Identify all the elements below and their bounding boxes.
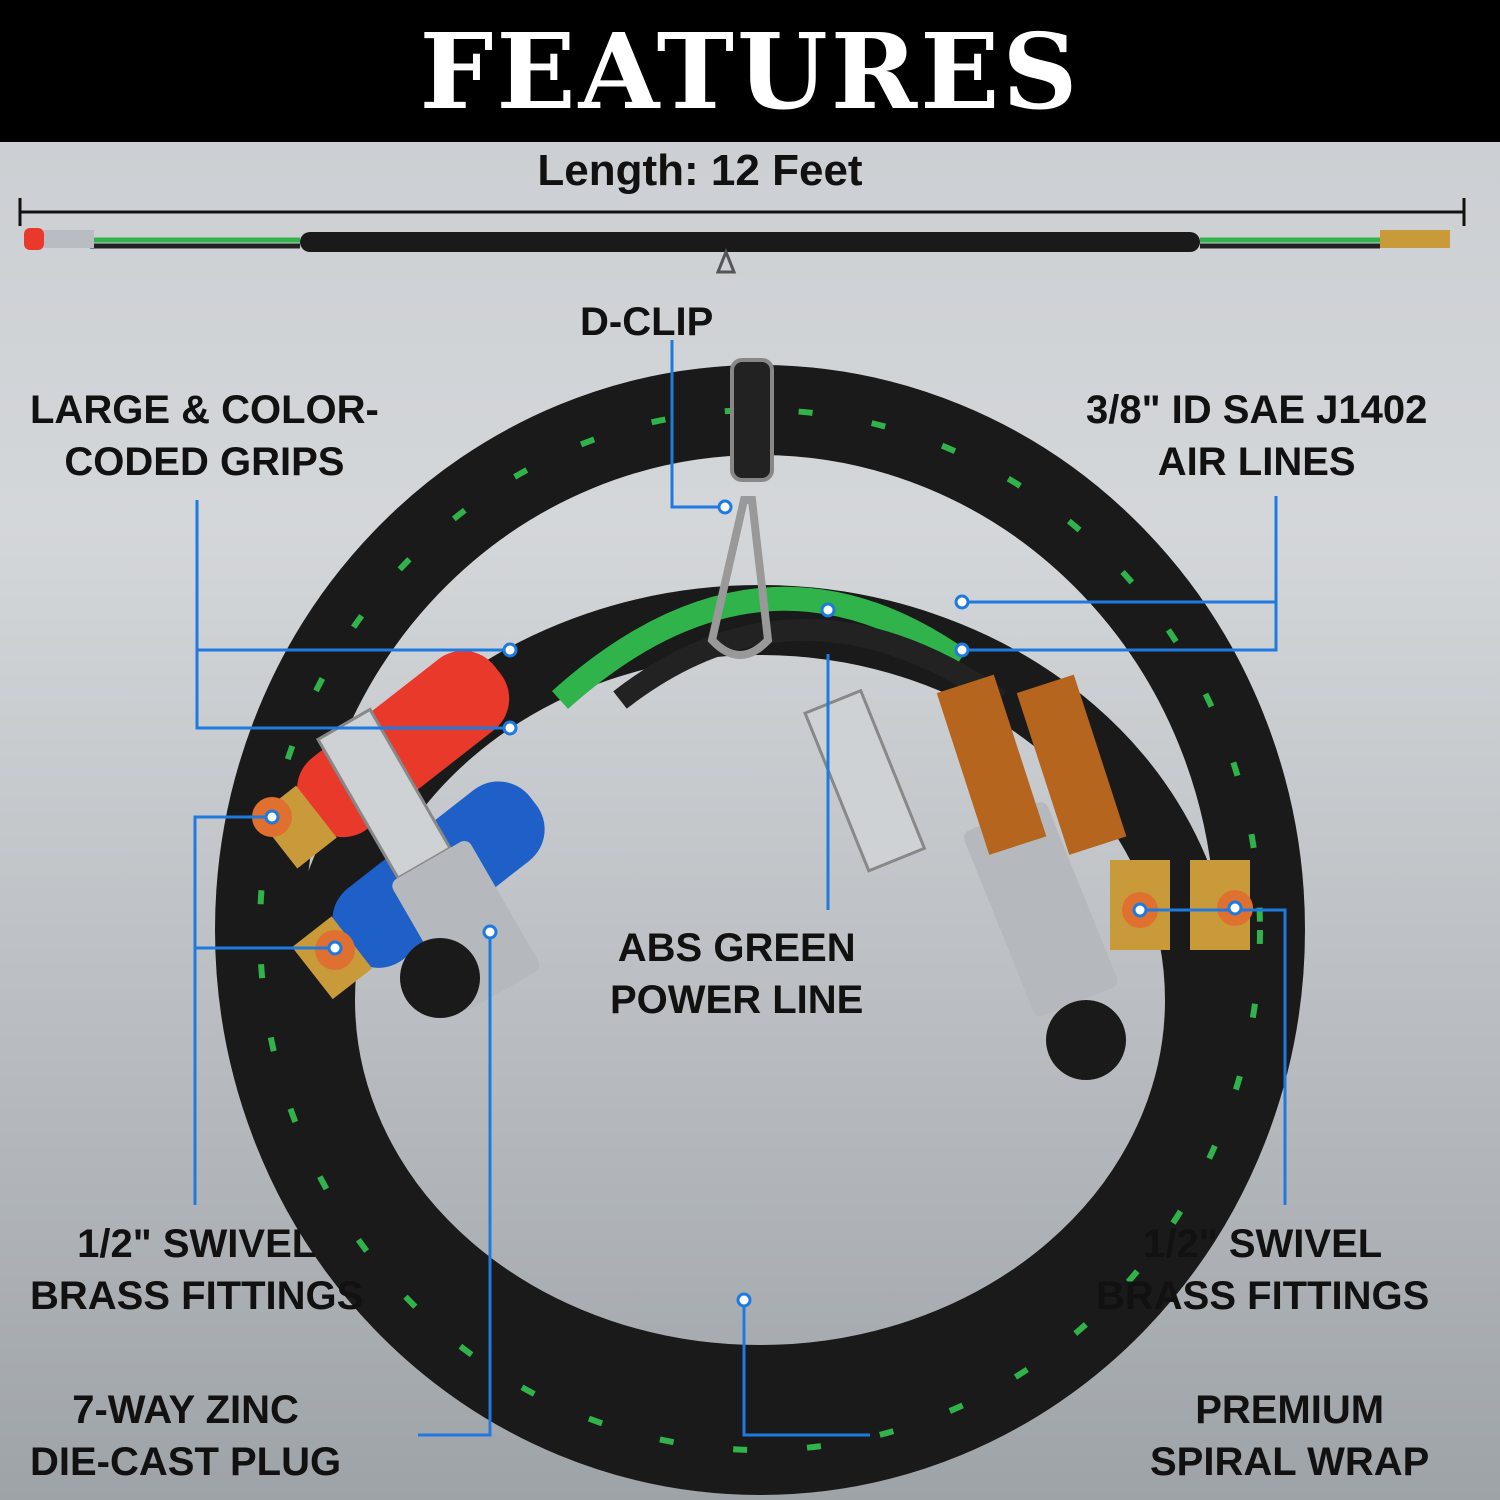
callout-grips: LARGE & COLOR- CODED GRIPS [30, 384, 379, 488]
callout-swivel-right: 1/2" SWIVEL BRASS FITTINGS [1096, 1218, 1429, 1322]
callout-swivel-left: 1/2" SWIVEL BRASS FITTINGS [30, 1218, 363, 1322]
callout-grips-line1: LARGE & COLOR- [30, 388, 379, 432]
callout-swivel-right-line2: BRASS FITTINGS [1096, 1274, 1430, 1318]
page-title: FEATURES [419, 9, 1081, 133]
callout-abs: ABS GREEN POWER LINE [610, 922, 863, 1026]
callout-lines [193, 340, 1287, 1437]
length-label: Length: 12 Feet [537, 146, 863, 195]
callout-plug-line1: 7-WAY ZINC [72, 1388, 299, 1432]
callout-plug: 7-WAY ZINC DIE-CAST PLUG [30, 1384, 341, 1488]
callout-air-lines-line1: 3/8" ID SAE J1402 [1086, 388, 1428, 432]
coiled-hose-image [215, 358, 1305, 1495]
length-dimension-line [18, 198, 1466, 226]
callout-swivel-right-line1: 1/2" SWIVEL [1143, 1222, 1383, 1266]
callout-wrap-line1: PREMIUM [1195, 1388, 1385, 1432]
callout-abs-line1: ABS GREEN [617, 926, 856, 970]
straight-hose-image [24, 228, 1450, 274]
callout-d-clip-text: D-CLIP [580, 300, 714, 344]
callout-d-clip: D-CLIP [580, 296, 713, 348]
header-bar: FEATURES [0, 0, 1500, 142]
callout-air-lines: 3/8" ID SAE J1402 AIR LINES [1086, 384, 1427, 488]
callout-grips-line2: CODED GRIPS [64, 440, 345, 484]
callout-dots [264, 499, 1243, 1308]
callout-abs-line2: POWER LINE [610, 978, 864, 1022]
callout-plug-line2: DIE-CAST PLUG [30, 1440, 342, 1484]
callout-swivel-left-line2: BRASS FITTINGS [30, 1274, 364, 1318]
callout-wrap: PREMIUM SPIRAL WRAP [1150, 1384, 1429, 1488]
callout-air-lines-line2: AIR LINES [1157, 440, 1356, 484]
callout-swivel-left-line1: 1/2" SWIVEL [77, 1222, 317, 1266]
callout-wrap-line2: SPIRAL WRAP [1150, 1440, 1430, 1484]
